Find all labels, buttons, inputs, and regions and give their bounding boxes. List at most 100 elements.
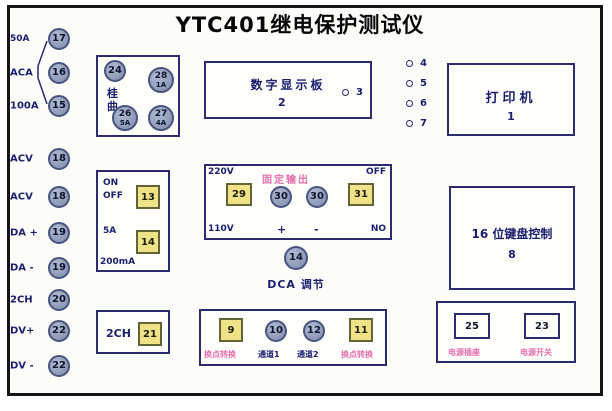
- terminal-jack: 19: [48, 222, 70, 244]
- printer-num: 1: [507, 110, 515, 123]
- fixed-output-label: 固定输出: [262, 175, 310, 186]
- terminal-label: DA -: [10, 262, 34, 274]
- aux-label: 2CH: [106, 327, 131, 340]
- terminal-label: DV -: [10, 360, 34, 372]
- terminal-label: DA +: [10, 227, 38, 239]
- output-switch-29: 29: [226, 183, 252, 206]
- output-lamp-30-left: 30: [270, 186, 292, 208]
- indicator-column: 4 5 6 7: [406, 58, 427, 129]
- aux-panel-box: 2CH 21: [96, 310, 170, 354]
- terminal-jack: 18: [48, 148, 70, 170]
- display-board-name: 数字显示板: [250, 78, 326, 92]
- terminal-label: DV+: [10, 325, 35, 337]
- channel2-label: 通道2: [297, 350, 319, 359]
- knob-group-label: 桂曲: [107, 87, 118, 113]
- minus-label: -: [314, 223, 319, 236]
- terminal-dv-plus: DV+ 22: [10, 319, 82, 343]
- knob-26: 26 5A: [112, 105, 138, 131]
- terminal-label: ACA: [10, 67, 33, 79]
- terminal-acv-2: ACV 18: [10, 185, 82, 209]
- output-switch-31: 31: [348, 183, 374, 206]
- display-board-num: 2: [278, 96, 286, 109]
- ma-200-label: 200mA: [100, 257, 136, 267]
- indicator-num: 4: [420, 58, 427, 69]
- indicator-dot-icon: [406, 80, 413, 87]
- knob-amp: 5A: [119, 118, 131, 127]
- indicator-num: 7: [420, 118, 427, 129]
- indicator-dot-icon: [406, 100, 413, 107]
- terminal-jack: 22: [48, 355, 70, 377]
- terminal-jack: 22: [48, 320, 70, 342]
- fixed-output-box: 220V OFF 固定输出 29 30 30 31 110V + - NO: [204, 164, 392, 240]
- knob-num: 26: [118, 108, 132, 119]
- channel2-jack-12: 12: [303, 320, 325, 342]
- terminal-label: 2CH: [10, 294, 33, 306]
- aux-switch-21: 21: [138, 322, 162, 346]
- channel1-jack-10: 10: [265, 320, 287, 342]
- terminal-jack: 19: [48, 257, 70, 279]
- channel-panel-box: 9 10 12 11 换点转换 通道1 通道2 换点转换: [199, 309, 387, 366]
- terminal-100a: 100A 15: [10, 94, 82, 118]
- knob-amp: 4A: [155, 118, 167, 127]
- power-panel-box: 25 23 电源插座 电源开关: [436, 301, 576, 363]
- terminal-jack: 17: [48, 28, 70, 50]
- terminal-dv-minus: DV - 22: [10, 354, 82, 378]
- indicator-6: 6: [406, 98, 427, 109]
- amp-5a-label: 5A: [103, 226, 117, 236]
- contact-switch-9: 9: [219, 318, 243, 342]
- knob-num: 27: [154, 108, 168, 119]
- terminal-acv-1: ACV 18: [10, 147, 82, 171]
- terminal-da-minus: DA - 19: [10, 256, 82, 280]
- output-lamp-30-right: 30: [306, 186, 328, 208]
- indicator-num: 5: [420, 78, 427, 89]
- knob-27: 27 4A: [148, 105, 174, 131]
- power-switch-23: 23: [524, 313, 560, 339]
- on-label: ON: [103, 178, 119, 188]
- contact-switch-label-left: 换点转换: [204, 350, 236, 359]
- voltage-110-label: 110V: [208, 224, 234, 234]
- terminal-jack: 15: [48, 95, 70, 117]
- dca-label: DCA 调节: [267, 278, 325, 291]
- display-board-box: 数字显示板 2 3: [204, 61, 372, 119]
- power-socket-25: 25: [454, 313, 490, 339]
- voltage-220-label: 220V: [208, 167, 234, 177]
- off-label: OFF: [103, 191, 123, 201]
- terminal-2ch: 2CH 20: [10, 288, 82, 312]
- keypad-name: 16 位键盘控制: [471, 227, 553, 241]
- terminal-label: ACV: [10, 191, 33, 203]
- range-switch-13: 13: [136, 185, 160, 209]
- off-label: OFF: [366, 167, 386, 177]
- terminal-label: 50A: [10, 34, 30, 44]
- terminal-50a: 50A 17: [10, 27, 82, 51]
- knob-24: 24: [104, 60, 126, 82]
- contact-switch-label-right: 换点转换: [341, 350, 373, 359]
- range-panel-box: ON OFF 13 5A 14 200mA: [96, 170, 170, 272]
- keypad-box: 16 位键盘控制 8: [449, 186, 575, 290]
- knob-amp: 1A: [155, 80, 167, 89]
- indicator-num: 6: [420, 98, 427, 109]
- indicator-dot-icon: [406, 120, 413, 127]
- channel1-label: 通道1: [258, 350, 280, 359]
- indicator-7: 7: [406, 118, 427, 129]
- dca-knob-14: 14: [284, 246, 308, 270]
- terminal-label: 100A: [10, 100, 39, 112]
- knob-num: 28: [154, 70, 168, 81]
- indicator-dot-icon: [342, 89, 349, 96]
- power-socket-label: 电源插座: [448, 348, 480, 357]
- indicator-5: 5: [406, 78, 427, 89]
- range-switch-14: 14: [136, 230, 160, 254]
- indicator-num: 3: [356, 87, 363, 98]
- indicator-dot-icon: [406, 60, 413, 67]
- indicator-4: 4: [406, 58, 427, 69]
- printer-box: 打印机 1: [447, 63, 575, 136]
- knob-group-box: 24 桂曲 28 1A 26 5A 27 4A: [96, 55, 180, 137]
- contact-switch-11: 11: [349, 318, 373, 342]
- terminal-label: ACV: [10, 153, 33, 165]
- terminal-jack: 16: [48, 62, 70, 84]
- no-label: NO: [370, 224, 386, 234]
- keypad-num: 8: [508, 248, 516, 261]
- display-indicator: 3: [342, 87, 363, 98]
- title: YTC401继电保护测试仪: [175, 13, 425, 37]
- terminal-jack: 18: [48, 186, 70, 208]
